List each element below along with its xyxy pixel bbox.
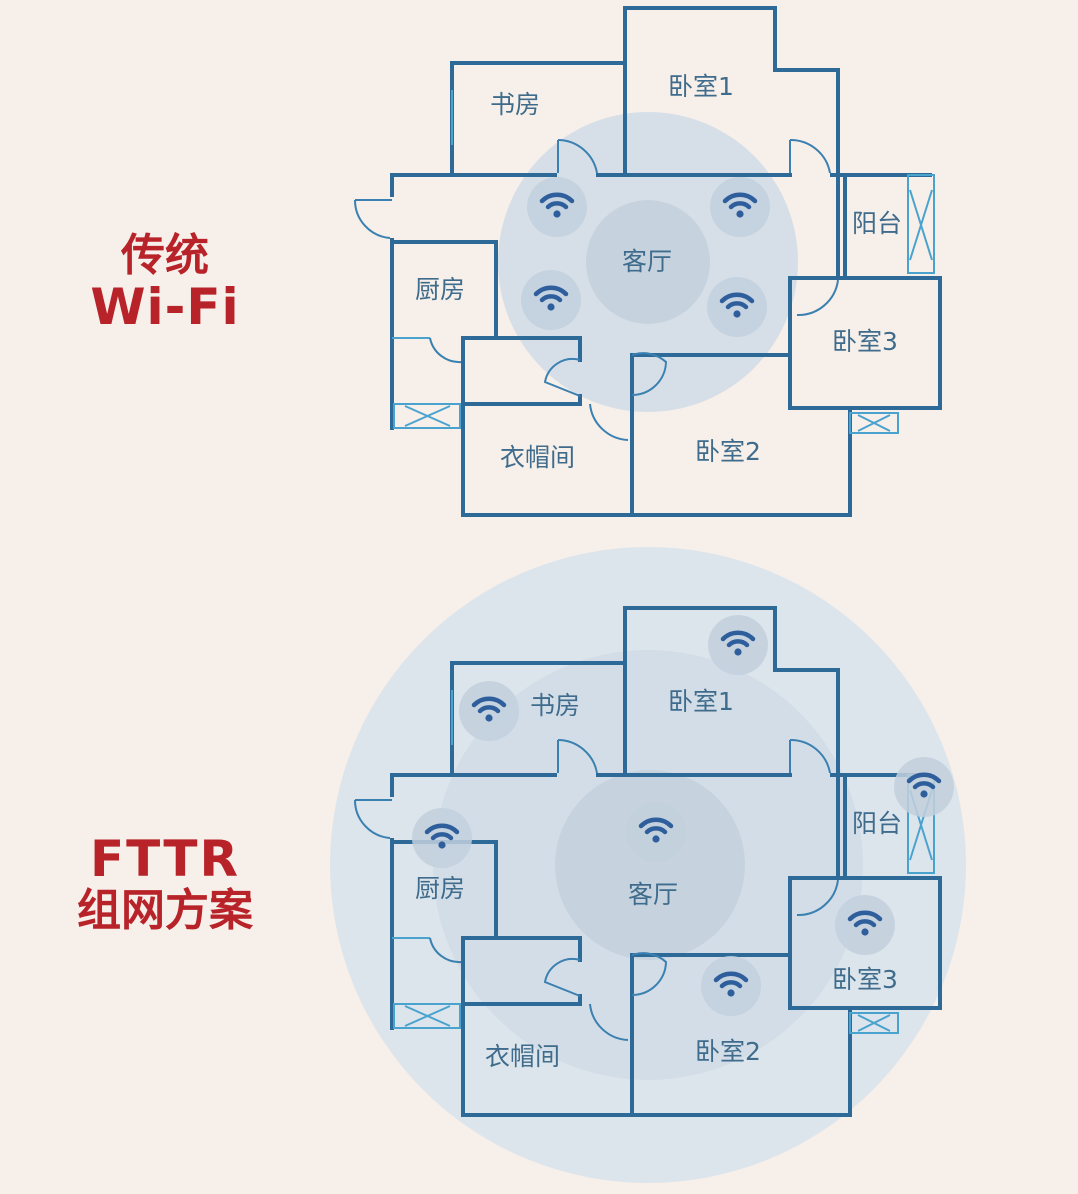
wifi-spot — [701, 956, 761, 1016]
wifi-spot — [459, 681, 519, 741]
wifi-spot — [626, 802, 686, 862]
room-bedroom1: 卧室1 — [668, 687, 734, 716]
room-living-room: 客厅 — [628, 880, 678, 909]
room-cloakroom: 衣帽间 — [500, 443, 575, 472]
room-kitchen: 厨房 — [415, 275, 465, 304]
room-kitchen: 厨房 — [415, 874, 465, 903]
room-bedroom1: 卧室1 — [668, 72, 734, 101]
wifi-spot — [708, 615, 768, 675]
wifi-spot — [527, 177, 587, 237]
room-balcony: 阳台 — [852, 209, 902, 238]
room-study: 书房 — [490, 90, 540, 119]
room-study: 书房 — [530, 691, 580, 720]
room-bedroom2: 卧室2 — [695, 1037, 761, 1066]
wifi-spot — [894, 757, 954, 817]
room-cloakroom: 衣帽间 — [485, 1042, 560, 1071]
wifi-spot — [707, 277, 767, 337]
traditional-wifi-title: 传统 Wi-Fi — [70, 230, 260, 337]
wifi-spot — [521, 270, 581, 330]
wifi-spot — [412, 808, 472, 868]
living-room-center — [586, 200, 710, 324]
fttr-floorplan: 书房 卧室1 阳台 客厅 厨房 卧室3 衣帽间 卧室2 — [330, 547, 966, 1183]
title-line1: 传统 — [121, 230, 209, 281]
living-room-center — [555, 770, 745, 960]
title-line2: 组网方案 — [77, 885, 253, 936]
wifi-spot — [835, 895, 895, 955]
room-bedroom2: 卧室2 — [695, 437, 761, 466]
traditional-floorplan: 书房 卧室1 阳台 客厅 厨房 卧室3 衣帽间 卧室2 — [352, 6, 942, 517]
room-balcony: 阳台 — [852, 809, 902, 838]
room-bedroom3: 卧室3 — [832, 327, 898, 356]
title-line1: FTTR — [89, 830, 241, 888]
title-line2: Wi-Fi — [90, 278, 240, 337]
room-bedroom3: 卧室3 — [832, 965, 898, 994]
fttr-title: FTTR 组网方案 — [40, 832, 290, 935]
wifi-spot — [710, 177, 770, 237]
room-living-room: 客厅 — [622, 247, 672, 276]
